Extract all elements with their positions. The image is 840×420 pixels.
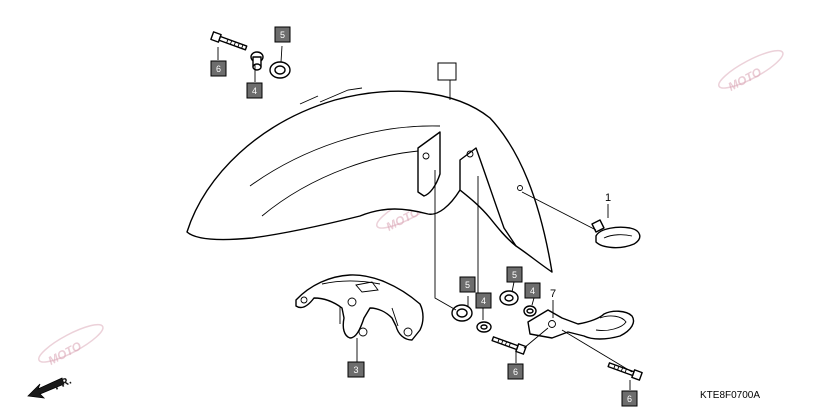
tag-4-top-text: 4 — [252, 86, 257, 96]
tag-4-mid-left-text: 4 — [481, 296, 486, 306]
tag-4-mid-left: 4 — [475, 292, 492, 309]
watermark-text: MOTO — [726, 64, 765, 93]
arrow-icon — [27, 377, 65, 399]
tag-6-bottom-mid: 6 — [507, 363, 524, 380]
bolt-bottom-mid — [491, 336, 527, 355]
hose-clamp-bracket — [527, 309, 635, 340]
diagram-code: KTE8F0700A — [700, 390, 760, 401]
tag-5-top: 5 — [274, 26, 291, 43]
tag-5-mid-right-text: 5 — [512, 270, 517, 280]
tag-3: 3 — [347, 361, 365, 378]
grommet-top — [269, 61, 291, 79]
tag-6-top: 6 — [210, 60, 227, 77]
tag-4-top: 4 — [246, 82, 263, 99]
tag-5-top-text: 5 — [280, 30, 285, 40]
front-arrow: FR. — [27, 375, 73, 399]
watermark-logo-top-right: MOTO — [718, 49, 784, 94]
watermark-text: MOTO — [46, 338, 85, 367]
label-1: 1 — [605, 192, 611, 204]
watermark-logo-bottom-left: MOTO — [38, 323, 104, 368]
tag-5-mid-left: 5 — [459, 276, 476, 293]
collar-mid-left — [476, 321, 492, 333]
tag-6-bottom-right: 6 — [621, 390, 638, 407]
tag-4-mid-right: 4 — [524, 282, 541, 299]
bolt-top — [210, 31, 248, 51]
tag-6-bottom-mid-text: 6 — [513, 367, 518, 377]
tag-3-text: 3 — [353, 365, 358, 375]
tag-6-top-text: 6 — [216, 64, 221, 74]
clip — [591, 219, 641, 249]
tag-5-mid-left-text: 5 — [465, 280, 470, 290]
tag-4-mid-right-text: 4 — [530, 286, 535, 296]
tag-6-bottom-right-text: 6 — [627, 394, 632, 404]
grommet-mid-right — [499, 290, 519, 306]
tag-5-mid-right: 5 — [506, 266, 523, 283]
bolt-bottom-right — [607, 362, 643, 381]
collar-mid-right — [523, 305, 537, 317]
front-arrow-label: FR. — [52, 375, 73, 393]
tag-fender — [437, 62, 457, 81]
label-1-text: 1 — [605, 192, 611, 204]
collar-top — [250, 51, 264, 71]
grommet-mid-left — [451, 304, 473, 322]
front-fender — [186, 87, 553, 273]
label-7: 7 — [550, 288, 556, 300]
label-7-text: 7 — [550, 288, 556, 300]
fender-brace — [295, 274, 424, 341]
